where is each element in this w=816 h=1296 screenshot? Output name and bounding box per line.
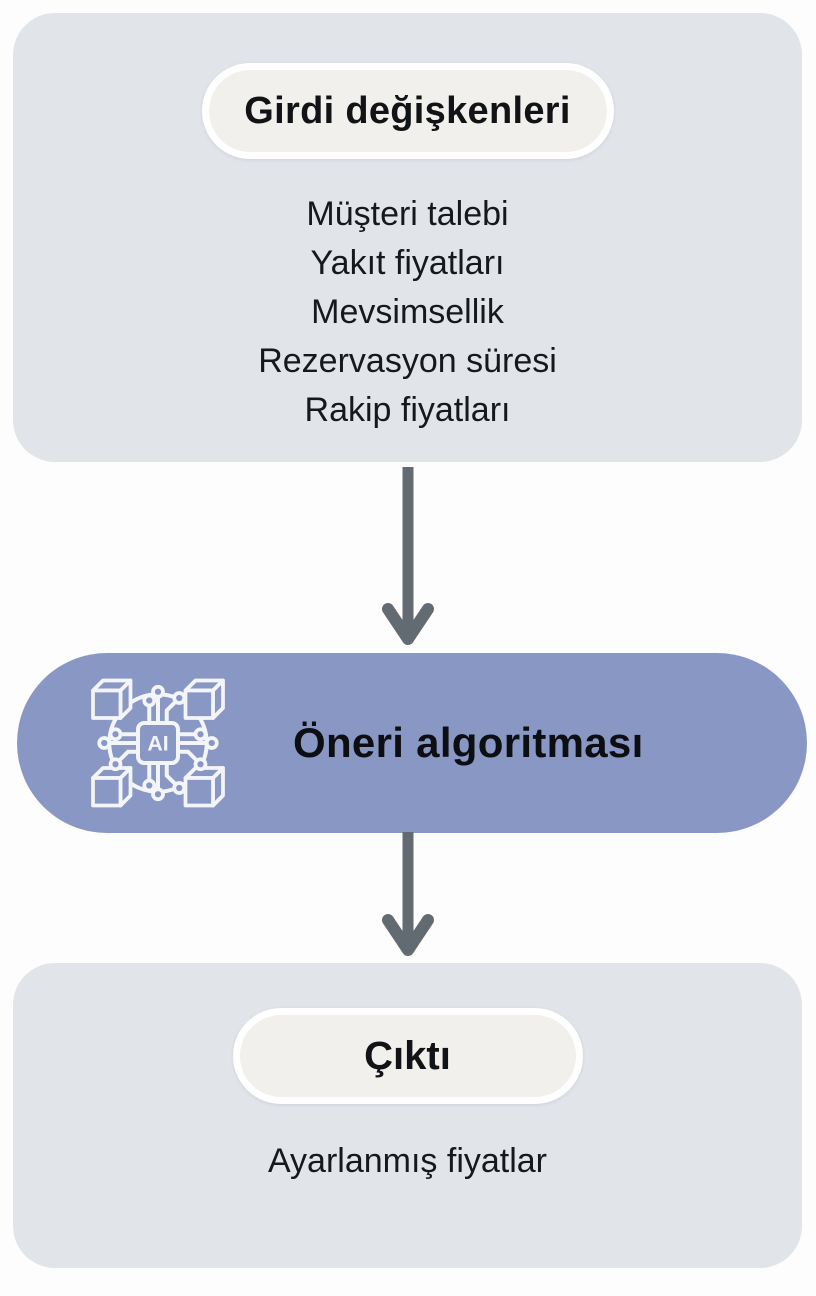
ai-chip-label: AI [147,732,168,756]
cube-icon [183,678,225,720]
list-item: Mevsimsellik [311,293,504,331]
list-item: Rezervasyon süresi [258,342,557,380]
input-variables-list: Müşteri talebi Yakıt fiyatları Mevsimsel… [13,190,802,435]
list-item: Yakıt fiyatları [310,244,505,282]
circuit-dots [97,684,219,802]
output-panel-title: Çıktı [364,1033,451,1078]
cube-icon [91,766,133,808]
process-label: Öneri algoritması [293,719,644,766]
output-panel: Çıktı Ayarlanmış fiyatlar [13,963,802,1268]
list-item: Rakip fiyatları [304,391,511,429]
list-item: Müşteri talebi [306,195,509,233]
input-panel-title-pill: Girdi değişkenleri [201,63,614,159]
process-node: AI Öneri algoritması [17,653,807,833]
circuit-traces [108,696,208,790]
input-panel-title: Girdi değişkenleri [244,89,571,132]
cube-icon [183,766,225,808]
ai-chip-icon: AI [91,678,225,808]
down-arrow-icon [382,832,434,956]
down-arrow-icon [382,467,434,645]
output-result: Ayarlanmış fiyatlar [267,1142,548,1180]
output-panel-title-pill: Çıktı [232,1008,583,1104]
cube-icon [91,678,133,720]
input-variables-panel: Girdi değişkenleri Müşteri talebi Yakıt … [13,13,802,462]
